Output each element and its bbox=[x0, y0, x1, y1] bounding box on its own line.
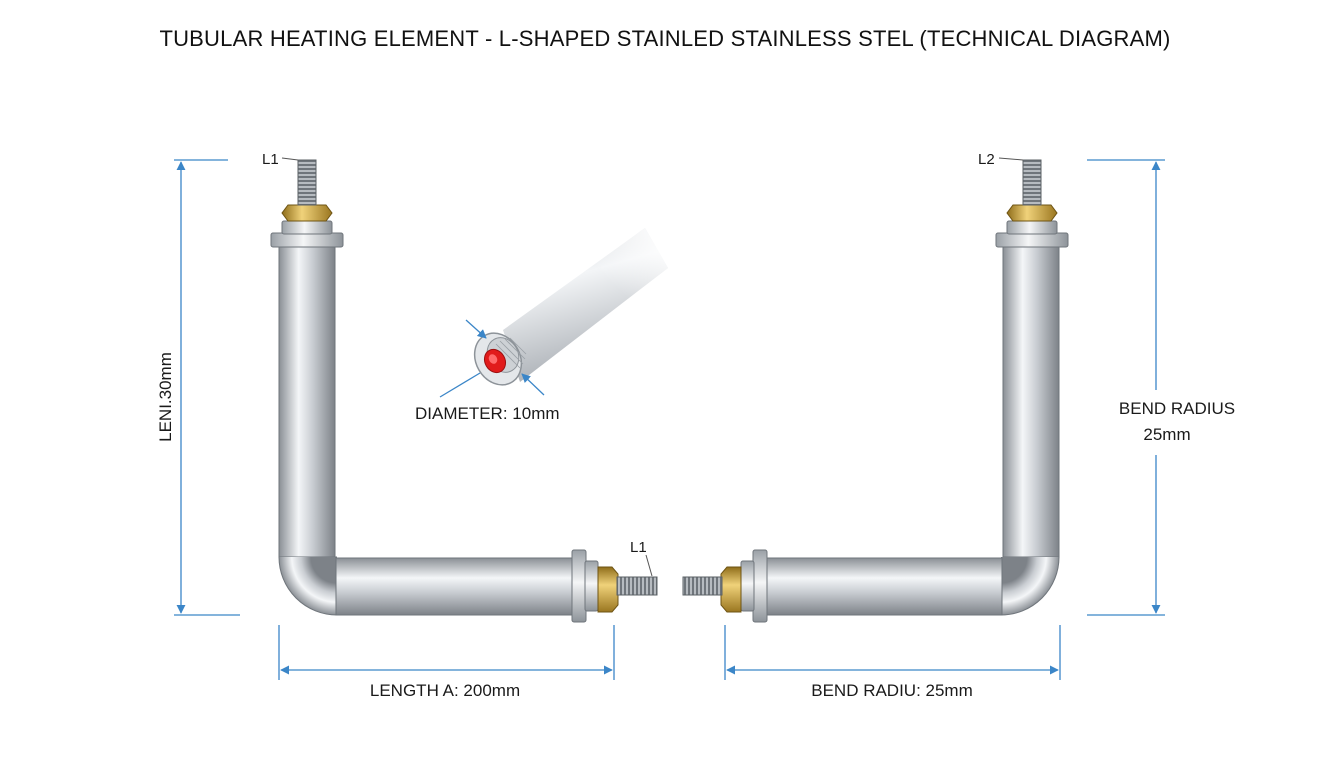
length-a-label: LENGTH A: 200mm bbox=[370, 681, 520, 700]
bend-radius-title: BEND RADIUS bbox=[1119, 399, 1235, 418]
left-horizontal-tube bbox=[335, 557, 575, 616]
dimension-right-bend: BEND RADIUS 25mm bbox=[1087, 159, 1235, 616]
left-top-thread bbox=[297, 159, 317, 206]
length-vertical-label: LENI.30mm bbox=[156, 352, 175, 442]
terminal-label-left-side: L1 bbox=[630, 539, 647, 556]
dimension-bend-radius-bottom: BEND RADIU: 25mm bbox=[724, 625, 1061, 700]
right-top-nut bbox=[1006, 204, 1058, 222]
left-side-thread bbox=[616, 576, 658, 596]
diameter-label: DIAMETER: 10mm bbox=[415, 404, 560, 423]
terminal-label-right-top: L2 bbox=[978, 151, 995, 168]
terminal-label-left-top: L1 bbox=[262, 151, 279, 168]
right-top-flange bbox=[995, 232, 1069, 248]
right-bend bbox=[1001, 557, 1059, 615]
left-side-flange bbox=[571, 549, 587, 623]
right-side-flange bbox=[752, 549, 768, 623]
left-heating-element bbox=[270, 159, 658, 623]
left-side-nut bbox=[597, 566, 619, 613]
diagram-title: TUBULAR HEATING ELEMENT - L-SHAPED STAIN… bbox=[159, 26, 1171, 51]
right-side-nut bbox=[720, 566, 742, 613]
right-heating-element bbox=[682, 159, 1069, 623]
left-vertical-tube bbox=[278, 244, 336, 558]
cross-section-detail: DIAMETER: 10mm bbox=[415, 228, 668, 423]
bend-radius-bottom-label: BEND RADIU: 25mm bbox=[811, 681, 973, 700]
left-bend bbox=[279, 557, 337, 615]
bend-radius-value: 25mm bbox=[1143, 425, 1190, 444]
right-vertical-tube bbox=[1002, 244, 1060, 558]
left-top-flange bbox=[270, 232, 344, 248]
right-top-thread bbox=[1022, 159, 1042, 206]
dimension-left-length: LENI.30mm bbox=[156, 159, 240, 616]
dimension-length-a: LENGTH A: 200mm bbox=[278, 625, 615, 700]
right-horizontal-tube bbox=[764, 557, 1003, 616]
right-side-thread bbox=[682, 576, 723, 596]
left-top-nut bbox=[281, 204, 333, 222]
